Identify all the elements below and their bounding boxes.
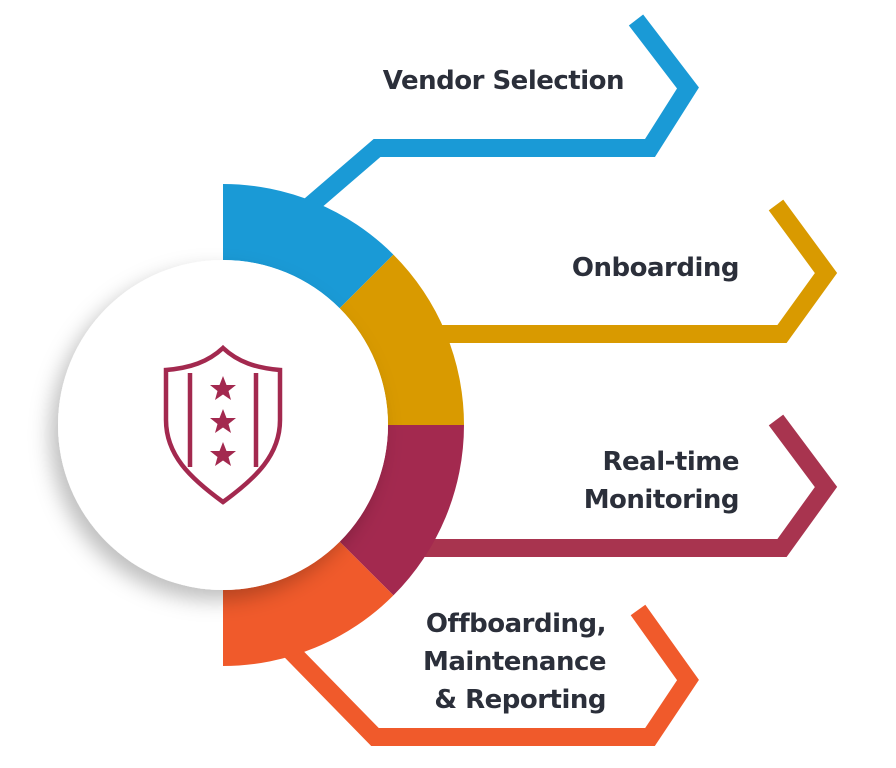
shield-stars <box>210 376 236 466</box>
ring-segment-onboarding <box>339 254 464 425</box>
step-label-real-time-monitoring: Real-time Monitoring <box>583 443 740 519</box>
star-icon <box>210 442 236 466</box>
shield-stars-icon <box>163 344 283 505</box>
label-line: Maintenance <box>422 647 607 677</box>
offboarding-arrow <box>278 604 699 746</box>
star-icon <box>210 409 236 433</box>
label-line: & Reporting <box>434 685 606 715</box>
label-line: Offboarding, <box>425 609 607 639</box>
ring-segment-offboarding <box>223 541 394 666</box>
step-label-offboarding: Offboarding, Maintenance & Reporting <box>422 605 607 719</box>
step-label-vendor-selection: Vendor Selection <box>382 66 625 96</box>
label-line: Monitoring <box>583 485 740 515</box>
monitoring-arrow <box>420 414 838 557</box>
ring-segment-vendor <box>223 184 394 309</box>
step-label-onboarding: Onboarding <box>571 253 740 283</box>
label-line: Real-time <box>602 447 740 477</box>
onboarding-arrow <box>430 199 838 343</box>
star-icon <box>210 376 236 400</box>
vendor-selection-arrow <box>299 14 699 217</box>
ring-segment-monitoring <box>339 425 464 596</box>
